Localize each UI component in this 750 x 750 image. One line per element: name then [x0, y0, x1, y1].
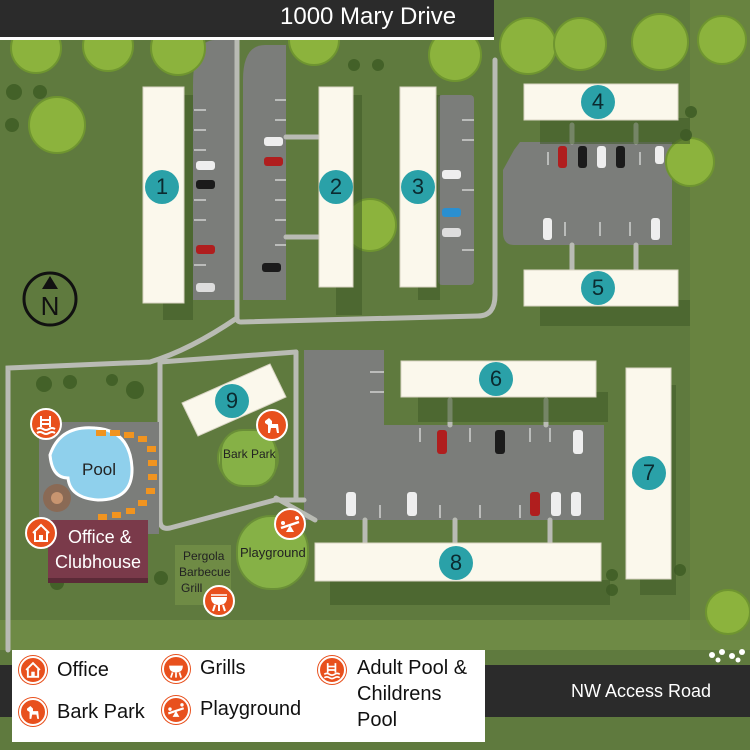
building-badge-5[interactable]: 5: [581, 271, 615, 305]
building-badge-8[interactable]: 8: [439, 546, 473, 580]
building-badge-6[interactable]: 6: [479, 362, 513, 396]
legend-bark-park-label: Bark Park: [57, 701, 145, 723]
building-badge-7[interactable]: 7: [632, 456, 666, 490]
office-label-line1: Office &: [68, 527, 132, 547]
seesaw-icon: [167, 703, 185, 717]
grill-icon: [169, 665, 183, 678]
legend-office-icon: [19, 656, 47, 684]
compass-letter: N: [41, 291, 60, 321]
top-street: 1000 Mary Drive: [0, 0, 494, 40]
legend-playground-icon: [162, 696, 190, 724]
bark-park-label: Bark Park: [223, 447, 276, 461]
map-office-marker[interactable]: [25, 517, 57, 549]
legend-pool-label-line2: Childrens: [357, 683, 442, 705]
legend-pool-label-line1: Adult Pool &: [357, 657, 468, 679]
pergola-label-line1: Pergola: [183, 549, 225, 563]
map-playground-marker[interactable]: [274, 508, 306, 540]
pergola-label-line2: Barbecue: [179, 565, 231, 579]
pergola-label-line3: Grill: [181, 581, 203, 595]
building-badge-4[interactable]: 4: [581, 85, 615, 119]
pool-icon: [323, 663, 341, 680]
top-street-name: 1000 Mary Drive: [280, 3, 457, 30]
map-bark-park-marker[interactable]: [256, 409, 288, 441]
building-badge-3[interactable]: 3: [401, 170, 435, 204]
playground-label: Playground: [240, 545, 306, 560]
building-badge-2[interactable]: 2: [319, 170, 353, 204]
legend-office-label: Office: [57, 659, 109, 681]
legend-playground-label: Playground: [200, 698, 302, 720]
map-pool-marker[interactable]: [30, 408, 62, 440]
legend-grills-label: Grills: [200, 657, 246, 679]
legend-bark-park-icon: [19, 698, 47, 726]
building-badge-9[interactable]: 9: [215, 384, 249, 418]
office-label-line2: Clubhouse: [55, 552, 142, 572]
bottom-street-name: NW Access Road: [571, 681, 712, 701]
dog-icon: [265, 418, 279, 433]
dog-icon: [27, 706, 39, 719]
legend-grills-icon: [162, 655, 190, 683]
north-compass-icon: N: [22, 271, 78, 327]
legend-pool-label-line3: Pool: [357, 709, 398, 731]
map-grill-marker[interactable]: [203, 585, 235, 617]
pool-icon: [36, 416, 56, 435]
map-legend: Office Bark Park Grills Playground: [12, 650, 485, 742]
grill-icon: [211, 594, 227, 612]
legend-pool-icon: [318, 656, 346, 684]
pool-label: Pool: [82, 460, 117, 479]
house-icon: [25, 661, 41, 678]
house-icon: [32, 523, 50, 542]
seesaw-icon: [280, 516, 300, 532]
building-badge-1[interactable]: 1: [145, 170, 179, 204]
